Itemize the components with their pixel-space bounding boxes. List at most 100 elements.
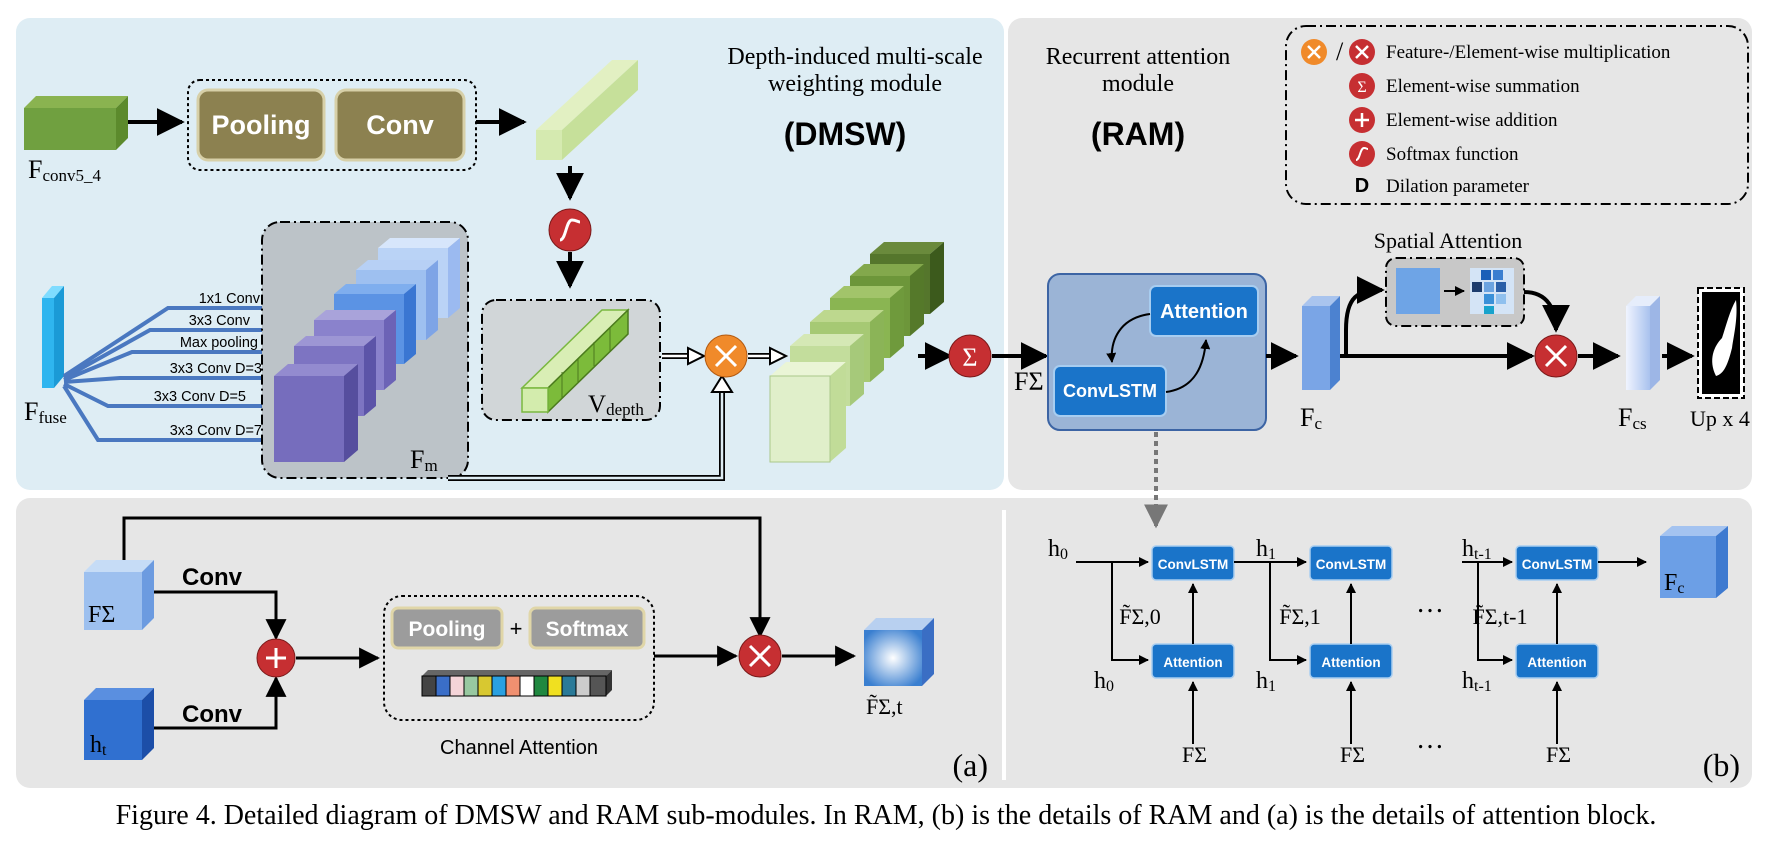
weighted-features-cubes xyxy=(769,242,944,463)
ram-title-1: Recurrent attention xyxy=(1046,44,1231,70)
arrow-vdepth-to-mult xyxy=(687,346,707,366)
branch-label-1x1: 1x1 Conv xyxy=(199,291,261,307)
a-fsigma-cube xyxy=(84,560,154,630)
ffuse-box xyxy=(42,286,64,388)
fm-cubes xyxy=(274,238,460,462)
branch-label-maxpool: Max pooling xyxy=(180,335,258,351)
legend-dilation-key: D xyxy=(1355,175,1369,197)
a-mult-icon xyxy=(738,634,782,678)
pooling-label: Pooling xyxy=(212,110,311,140)
b-fsigma-0: FΣ xyxy=(1182,742,1207,767)
mult-icon-ram xyxy=(1534,334,1578,378)
a-conv-bottom-arrow xyxy=(154,675,287,730)
depth-vector xyxy=(536,60,638,160)
legend-sum-text: Element-wise summation xyxy=(1386,76,1580,97)
a-conv-top-label: Conv xyxy=(182,564,243,591)
fsigma-label-top: FΣ xyxy=(1014,367,1044,396)
a-fsigma-label: FΣ xyxy=(88,602,115,628)
fm-label: Fm xyxy=(410,445,438,475)
dmsw-abbr: (DMSW) xyxy=(784,116,907,152)
spatial-attention-title: Spatial Attention xyxy=(1374,228,1523,253)
a-softmax-box xyxy=(528,606,646,650)
conv-label: Conv xyxy=(366,110,434,140)
b-fsigma-t1: FΣ xyxy=(1546,742,1571,767)
a-output-label: F̃Σ,t xyxy=(866,694,903,719)
ram-attention-box xyxy=(1149,285,1259,337)
fc-label: Fc xyxy=(1300,403,1322,433)
a-channel-vector xyxy=(421,670,612,697)
legend-slash: / xyxy=(1336,37,1344,66)
a-skip-arrow xyxy=(122,516,771,639)
b-h1-bottom: h1 xyxy=(1256,668,1276,695)
legend-dilation-text: Dilation parameter xyxy=(1386,176,1530,197)
b-ftilde-0: F̃Σ,0 xyxy=(1119,604,1161,629)
pooling-box xyxy=(196,88,326,162)
a-softmax-label: Softmax xyxy=(546,618,629,641)
b-attention-1-label: Attention xyxy=(1321,655,1380,670)
fcs-box xyxy=(1626,296,1660,390)
fconv54-label: Fconv5_4 xyxy=(28,155,102,185)
arrow-convlstm-to-attention xyxy=(1165,339,1211,393)
arrow-mult-to-weighted xyxy=(769,346,789,366)
a-channel-attention-label: Channel Attention xyxy=(440,737,598,759)
panel-b-unrolled: h0 h0 ConvLSTM Attention F̃Σ,0 FΣ h1 h1 … xyxy=(1048,526,1728,767)
b-ht1-top: ht-1 xyxy=(1462,536,1492,563)
legend-softmax-icon xyxy=(1349,141,1375,167)
sum-icon-dmsw: Σ xyxy=(948,334,992,378)
legend-mult-red-icon xyxy=(1349,39,1375,65)
upx4-label: Up x 4 xyxy=(1690,406,1750,431)
conv-box xyxy=(334,88,466,162)
a-conv-top-arrow xyxy=(154,590,287,641)
legend-box xyxy=(1285,25,1749,205)
b-convlstm-0-label: ConvLSTM xyxy=(1158,557,1229,572)
arrow-attention-to-convlstm xyxy=(1106,313,1151,363)
branch-label-d5: 3x3 Conv D=5 xyxy=(154,389,246,405)
legend-add-text: Element-wise addition xyxy=(1386,110,1558,131)
a-pooling-label: Pooling xyxy=(409,618,486,641)
ram-title-2: module xyxy=(1102,71,1174,97)
legend-add-icon xyxy=(1349,107,1375,133)
spatial-attention-map xyxy=(1470,268,1514,314)
pool-conv-group xyxy=(187,79,477,171)
ram-attention-label: Attention xyxy=(1160,301,1248,323)
vdepth-vector xyxy=(520,308,630,414)
vdepth-label: Vdepth xyxy=(588,391,644,419)
b-fc-label: Fc xyxy=(1664,570,1684,597)
a-conv-bottom-label: Conv xyxy=(182,701,243,728)
b-attention-0-label: Attention xyxy=(1163,655,1222,670)
saliency-blob xyxy=(1712,300,1737,376)
b-dots-bottom: … xyxy=(1416,724,1444,755)
b-h1-top: h1 xyxy=(1256,536,1276,563)
fconv54-box xyxy=(24,96,128,150)
b-ftilde-t1: F̃Σ,t-1 xyxy=(1473,604,1528,629)
legend-sum-icon: Σ xyxy=(1349,73,1375,99)
b-attention-t1-label: Attention xyxy=(1527,655,1586,670)
panel-a-label: (a) xyxy=(952,747,988,783)
svg-text:Σ: Σ xyxy=(962,343,977,372)
b-h0-top: h0 xyxy=(1048,536,1068,563)
arrow-fc-to-spatial xyxy=(1344,276,1385,356)
b-convlstm-t1-label: ConvLSTM xyxy=(1522,557,1593,572)
a-output-cube xyxy=(864,618,934,686)
a-pooling-box xyxy=(390,606,504,650)
dmsw-title-2: weighting module xyxy=(768,71,942,97)
svg-text:Σ: Σ xyxy=(1357,79,1366,96)
arrow-spatial-to-mult xyxy=(1523,290,1570,333)
branch-label-3x3: 3x3 Conv xyxy=(189,313,251,329)
b-fc-cube xyxy=(1660,526,1728,598)
b-h0-bottom: h0 xyxy=(1094,668,1114,695)
a-plus-label: + xyxy=(510,616,523,641)
a-ht-label: ht xyxy=(90,732,107,759)
a-ht-cube xyxy=(84,688,154,760)
dmsw-title-1: Depth-induced multi-scale xyxy=(727,44,982,70)
figure-caption: Figure 4. Detailed diagram of DMSW and R… xyxy=(115,800,1657,831)
b-convlstm-1-label: ConvLSTM xyxy=(1316,557,1387,572)
legend-mult-orange-icon xyxy=(1301,39,1327,65)
b-convlstm-1 xyxy=(1309,545,1393,581)
a-add-icon xyxy=(256,638,296,678)
legend-softmax-text: Softmax function xyxy=(1386,144,1519,165)
fc-box xyxy=(1302,296,1340,390)
branch-lines xyxy=(62,306,262,442)
ram-convlstm-label: ConvLSTM xyxy=(1063,381,1157,401)
